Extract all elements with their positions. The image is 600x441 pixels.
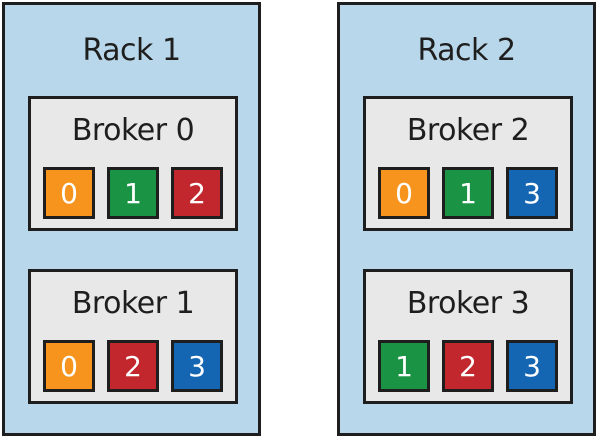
rack-1: Rack 1 Broker 0 0 1 2 Broker 1 0 2 3: [2, 2, 261, 436]
partition-list: 1 2 3: [366, 340, 570, 392]
partition-list: 0 2 3: [31, 340, 235, 392]
rack-title: Rack 1: [82, 33, 181, 68]
partition-replica: 0: [378, 167, 430, 219]
partition-replica: 0: [43, 167, 95, 219]
partition-replica: 2: [442, 340, 494, 392]
partition-replica: 3: [506, 167, 558, 219]
partition-replica: 3: [171, 340, 223, 392]
rack-2: Rack 2 Broker 2 0 1 3 Broker 3 1 2 3: [337, 2, 596, 436]
partition-replica: 2: [171, 167, 223, 219]
partition-replica: 1: [378, 340, 430, 392]
rack-title: Rack 2: [417, 33, 516, 68]
partition-list: 0 1 2: [31, 167, 235, 219]
broker-title: Broker 0: [71, 113, 195, 148]
partition-replica: 1: [442, 167, 494, 219]
partition-replica: 2: [107, 340, 159, 392]
broker-title: Broker 3: [406, 286, 530, 321]
partition-replica: 0: [43, 340, 95, 392]
broker-0: Broker 0 0 1 2: [28, 96, 238, 231]
broker-3: Broker 3 1 2 3: [363, 269, 573, 404]
partition-replica: 3: [506, 340, 558, 392]
broker-2: Broker 2 0 1 3: [363, 96, 573, 231]
broker-title: Broker 1: [71, 286, 195, 321]
partition-replica: 1: [107, 167, 159, 219]
partition-list: 0 1 3: [366, 167, 570, 219]
broker-title: Broker 2: [406, 113, 530, 148]
broker-1: Broker 1 0 2 3: [28, 269, 238, 404]
